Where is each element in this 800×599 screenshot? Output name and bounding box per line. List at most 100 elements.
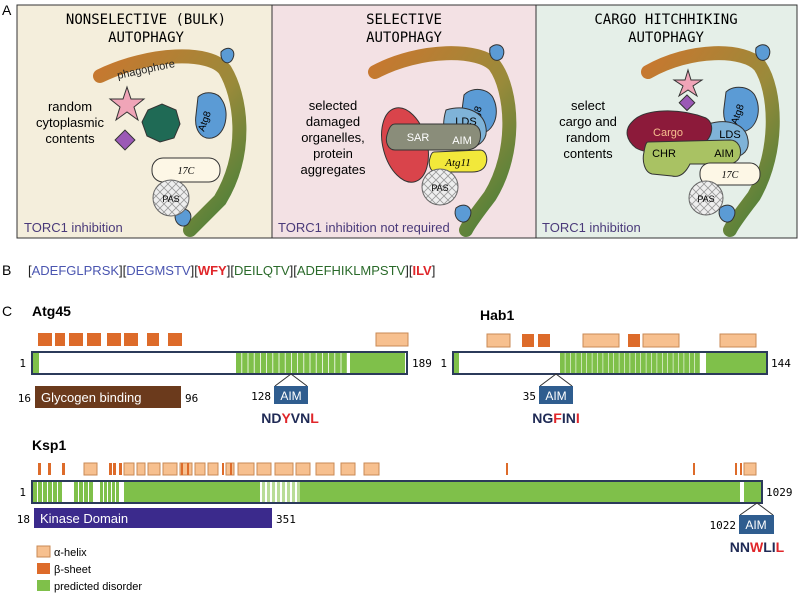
disorder-region (668, 353, 673, 373)
disorder-region (350, 353, 405, 373)
pas-label: PAS (162, 194, 179, 204)
disorder-region (236, 353, 242, 373)
beta-sheet (113, 463, 116, 475)
disorder-region (33, 482, 37, 502)
disorder-region (33, 353, 39, 373)
selective-content-5: aggregates (300, 162, 366, 177)
disorder-region (646, 353, 652, 373)
disorder-region (560, 353, 565, 373)
beta-sheet (147, 333, 159, 346)
beta-sheet (693, 463, 695, 475)
disorder-region (104, 482, 107, 502)
aim-label: AIM (745, 518, 766, 532)
beta-sheet (55, 333, 65, 346)
aim-label: AIM (280, 389, 301, 403)
alpha-helix (642, 333, 680, 348)
diamond-icon (114, 129, 136, 151)
seq-end: 144 (771, 357, 791, 370)
disorder-region (89, 482, 93, 502)
legend: α-helix β-sheet predicted disorder (36, 545, 142, 593)
disorder-region (454, 353, 459, 373)
bulk-title-2: AUTOPHAGY (108, 30, 184, 46)
disorder-region (84, 482, 88, 502)
selective-content-3: organelles, (301, 130, 365, 145)
panel-a-label: A (2, 2, 12, 18)
disorder-region (635, 353, 641, 373)
disorder-region (587, 353, 592, 373)
beta-sheet (187, 463, 189, 475)
sar-label: SAR (407, 132, 430, 144)
disorder-region (310, 353, 316, 373)
disorder-region (641, 353, 646, 373)
domain-kinase (34, 508, 272, 528)
aim-pointer (274, 373, 308, 387)
hitch-title-1: CARGO HITCHHIKING (594, 12, 737, 28)
domain-label: Kinase Domain (40, 511, 128, 526)
beta-sheet (628, 334, 640, 347)
disorder-region (79, 482, 83, 502)
selective-content-2: damaged (306, 114, 360, 129)
alpha-helix (582, 333, 620, 348)
hitch-content-1: select (571, 98, 605, 113)
beta-sheet (538, 334, 550, 347)
disorder-region (619, 353, 625, 373)
aim-label: AIM (714, 148, 734, 160)
alpha-helix (123, 462, 135, 476)
legend-swatch (36, 545, 51, 558)
star-icon (672, 68, 704, 98)
protein-name: Atg45 (32, 303, 71, 319)
beta-sheet (124, 333, 138, 346)
aim-box (539, 386, 573, 404)
domain-end: 96 (185, 392, 198, 405)
diamond-icon (678, 94, 696, 112)
hitch-title-2: AUTOPHAGY (628, 30, 704, 46)
alpha-helix (147, 462, 161, 476)
phagophore-membrane (93, 49, 247, 237)
beta-sheet (181, 463, 183, 475)
alpha-helix (136, 462, 146, 476)
domain-start: 18 (17, 513, 30, 526)
disorder-region (608, 353, 614, 373)
bulk-content-1: random (48, 99, 92, 114)
disorder-region (624, 353, 630, 373)
protein-atg45: Atg45 1 189 16 Glycogen binding 96 128 A… (18, 303, 432, 426)
phagophore-membrane (368, 46, 517, 237)
domain-start: 16 (18, 392, 31, 405)
blue-tip-icon (489, 44, 505, 61)
legend-label: β-sheet (54, 564, 91, 576)
beta-sheet (48, 463, 51, 475)
aim-box (274, 386, 308, 404)
disorder-region (124, 482, 260, 502)
beta-sheet (506, 463, 508, 475)
selective-content-4: protein (313, 146, 353, 161)
disorder-region (74, 482, 78, 502)
disorder-region (298, 353, 304, 373)
c17-box (699, 162, 761, 186)
beta-sheet (168, 333, 182, 346)
phagophore-membrane (641, 46, 780, 237)
disorder-region (592, 353, 598, 373)
domain-label: Glycogen binding (41, 390, 141, 405)
bulk-content-2: cytoplasmic (36, 115, 104, 130)
cargo-label: Cargo (653, 127, 683, 139)
disorder-region (282, 482, 285, 502)
disorder-region (316, 353, 322, 373)
alpha-helix (486, 333, 511, 348)
alpha-helix (719, 333, 757, 348)
disorder-region (248, 353, 254, 373)
alpha-helix (237, 462, 255, 476)
disorder-region (285, 353, 291, 373)
selective-content-1: selected (309, 98, 357, 113)
disorder-region (570, 353, 576, 373)
seq-start: 1 (440, 357, 447, 370)
legend-label: predicted disorder (54, 581, 142, 593)
disorder-region (657, 353, 662, 373)
disorder-region (254, 353, 260, 373)
disorder-region (242, 353, 248, 373)
beta-sheet (740, 463, 742, 475)
chr-shape (642, 139, 741, 177)
alpha-helix (295, 462, 311, 476)
alpha-helix (315, 462, 335, 476)
disorder-region (277, 482, 280, 502)
